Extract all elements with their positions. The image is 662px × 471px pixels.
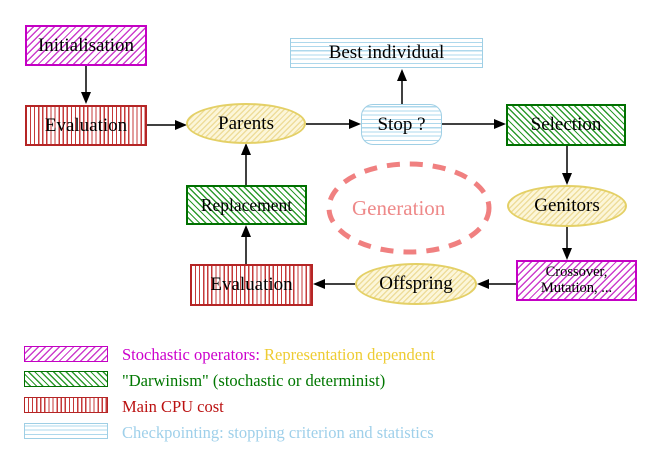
node-evaluation-bottom: Evaluation (190, 264, 313, 306)
arrowhead-down-icon (562, 248, 572, 260)
crossover-line2: Mutation, ... (540, 279, 613, 296)
crossover-line1: Crossover, (545, 264, 608, 281)
node-evaluation-top: Evaluation (25, 105, 147, 146)
arrowhead-right-icon (349, 119, 361, 129)
legend-swatch-green-hatch (24, 371, 108, 387)
node-genitors: Genitors (507, 185, 627, 227)
legend-swatch-red-lines (24, 397, 108, 413)
node-crossover-mutation: Crossover, Mutation, ... (516, 260, 637, 301)
legend-label-stochastic: Stochastic operators: (122, 345, 260, 364)
arrowhead-down-icon (562, 173, 572, 185)
node-stop: Stop ? (361, 104, 442, 145)
node-best-individual: Best individual (290, 38, 483, 68)
node-parents: Parents (186, 103, 306, 144)
generation-dashed-ellipse (326, 161, 492, 255)
node-selection: Selection (506, 104, 626, 146)
node-initialisation: Initialisation (25, 25, 147, 66)
arrowhead-right-icon (175, 120, 187, 130)
arrowhead-down-icon (81, 92, 91, 104)
arrowhead-up-icon (397, 69, 407, 81)
node-offspring: Offspring (355, 263, 477, 305)
legend-label-checkpointing: Checkpointing: stopping criterion and st… (122, 423, 434, 442)
generation-label: Generation (352, 196, 446, 220)
node-replacement: Replacement (186, 185, 307, 225)
arrowhead-right-icon (494, 119, 506, 129)
legend-label-cpu: Main CPU cost (122, 397, 224, 416)
arrowhead-up-icon (241, 225, 251, 237)
legend-swatch-magenta-hatch (24, 346, 108, 362)
arrowhead-up-icon (241, 143, 251, 155)
arrowhead-left-icon (477, 279, 489, 289)
legend-swatch-cyan-lines (24, 423, 108, 439)
arrowhead-left-icon (313, 279, 325, 289)
legend-label-darwinism: "Darwinism" (stochastic or determinist) (122, 371, 386, 390)
legend-label-representation: Representation dependent (264, 345, 435, 364)
